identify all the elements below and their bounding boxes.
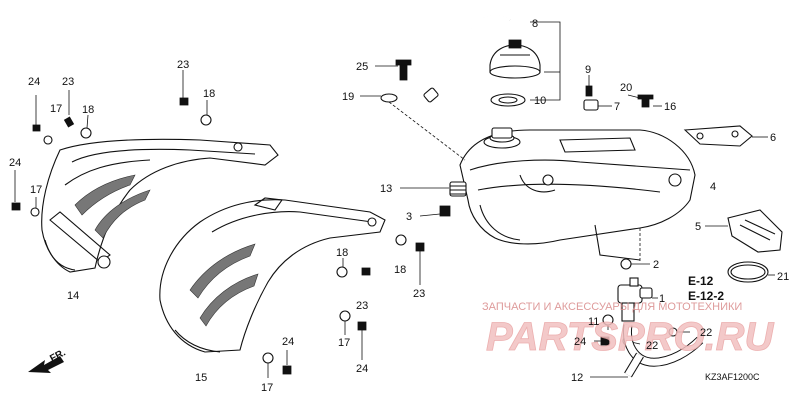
callout-1: 1 <box>659 293 665 305</box>
callout-8: 8 <box>532 18 538 30</box>
callout-18: 18 <box>336 247 348 259</box>
tank-pad-5 <box>705 209 783 253</box>
callout-22: 22 <box>646 340 658 352</box>
callout-23: 23 <box>62 76 74 88</box>
fuel-valve <box>590 258 704 378</box>
callout-24: 24 <box>9 157 21 169</box>
callout-24: 24 <box>574 336 586 348</box>
fuel-tank <box>459 127 696 262</box>
right-shroud <box>159 197 386 353</box>
callout-15: 15 <box>195 372 207 384</box>
tank-cap-13 <box>400 181 467 217</box>
callout-20: 20 <box>620 82 632 94</box>
left-shroud <box>41 138 279 273</box>
callout-19: 19 <box>342 91 354 103</box>
ref-e12: E-12 <box>688 274 714 288</box>
callout-24: 24 <box>282 336 294 348</box>
tank-mount-bolt <box>360 59 466 161</box>
callout-17: 17 <box>30 184 42 196</box>
callout-23: 23 <box>413 288 425 300</box>
callout-13: 13 <box>380 183 392 195</box>
callout-17: 17 <box>261 382 273 394</box>
callout-18: 18 <box>82 104 94 116</box>
callout-18: 18 <box>203 88 215 100</box>
callout-11: 11 <box>588 316 599 328</box>
shroud-fasteners <box>11 70 425 378</box>
ref-e12-2: E-12-2 <box>688 289 724 303</box>
callout-6: 6 <box>770 132 776 144</box>
callout-9: 9 <box>585 64 591 76</box>
tank-rear-fasteners <box>583 75 662 111</box>
callout-14: 14 <box>67 290 79 302</box>
callout-21: 21 <box>777 271 789 283</box>
callout-7: 7 <box>614 101 620 113</box>
tank-band-21 <box>727 261 775 283</box>
watermark-tagline: ЗАПЧАСТИ И АКСЕССУАРЫ ДЛЯ МОТОТЕХНИКИ <box>482 301 742 313</box>
callout-12: 12 <box>571 372 583 384</box>
callout-10: 10 <box>534 95 546 107</box>
callout-22: 22 <box>700 327 712 339</box>
watermark: ЗАПЧАСТИ И АКСЕССУАРЫ ДЛЯ МОТОТЕХНИКИ PA… <box>482 301 775 359</box>
callout-17: 17 <box>338 337 350 349</box>
callout-24: 24 <box>356 363 368 375</box>
diagram-code: KZ3AF1200C <box>705 372 760 382</box>
callout-5: 5 <box>695 221 701 233</box>
tank-bracket-6 <box>683 125 768 147</box>
callout-25: 25 <box>356 61 368 73</box>
callout-3: 3 <box>406 211 412 223</box>
callout-23: 23 <box>356 300 368 312</box>
callout-17: 17 <box>50 103 62 115</box>
front-arrow-icon <box>28 356 64 373</box>
fuel-cap-assembly <box>423 15 561 107</box>
front-label: FR. <box>48 347 68 364</box>
callout-23: 23 <box>177 59 189 71</box>
callout-2: 2 <box>653 259 659 271</box>
callout-18: 18 <box>394 264 406 276</box>
callout-4: 4 <box>710 181 716 193</box>
callout-24: 24 <box>28 76 40 88</box>
callout-16: 16 <box>664 101 676 113</box>
watermark-brand: PARTSPRO.RU <box>486 315 775 359</box>
